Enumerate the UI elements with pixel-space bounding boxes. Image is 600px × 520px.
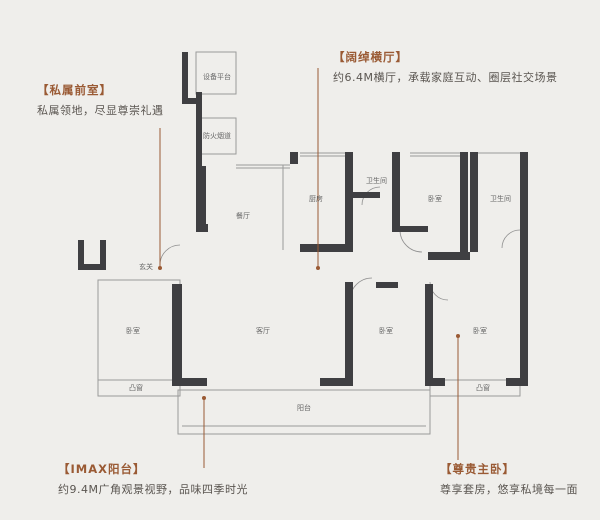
room-label-bedroom-mid: 卧室: [379, 326, 393, 335]
left-bedroom-outline: [97, 279, 181, 397]
room-label-equipment: 设备平台: [203, 72, 231, 81]
callout-balcony: 【IMAX阳台】 约9.4M广角观景视野，品味四季时光: [58, 458, 248, 497]
callout-balcony-tag: 【IMAX阳台】: [58, 462, 146, 476]
room-label-bedroom-left: 卧室: [126, 326, 140, 335]
callout-balcony-desc: 约9.4M广角观景视野，品味四季时光: [58, 483, 248, 496]
callout-front-hall-desc: 私属领地，尽显尊崇礼遇: [37, 104, 164, 117]
room-label-smoke-duct: 防火烟道: [203, 131, 231, 140]
structural-walls: [78, 52, 528, 386]
callout-master-bedroom: 【尊贵主卧】 尊享套房，悠享私境每一面: [440, 458, 578, 497]
callout-front-hall: 【私属前室】 私属领地，尽显尊崇礼遇: [37, 79, 164, 118]
balcony-outline: [177, 389, 431, 435]
leader-dots: [158, 266, 460, 400]
room-label-living: 客厅: [256, 326, 270, 335]
right-bay-outline: [429, 379, 521, 397]
callout-front-hall-tag: 【私属前室】: [37, 83, 112, 97]
callout-living-hall-tag: 【阔绰横厅】: [333, 50, 408, 64]
callout-living-hall: 【阔绰横厅】 约6.4M横厅，承载家庭互动、圈层社交场景: [333, 46, 557, 85]
room-label-bay-left: 凸窗: [129, 383, 143, 392]
callout-master-bedroom-desc: 尊享套房，悠享私境每一面: [440, 483, 578, 496]
room-label-bath-2: 卫生间: [490, 194, 511, 203]
room-label-bay-right: 凸窗: [476, 383, 490, 392]
room-label-bath-1: 卫生间: [366, 176, 387, 185]
room-label-bedroom-top: 卧室: [428, 194, 442, 203]
equipment-outline: [195, 51, 237, 95]
callout-living-hall-desc: 约6.4M横厅，承载家庭互动、圈层社交场景: [333, 71, 558, 84]
room-label-entry: 玄关: [139, 262, 153, 271]
room-label-dining: 餐厅: [236, 211, 250, 220]
room-label-balcony: 阳台: [297, 403, 311, 412]
room-label-kitchen: 厨房: [309, 194, 323, 203]
room-label-bedroom-master: 卧室: [473, 326, 487, 335]
leader-lines: [159, 68, 459, 468]
callout-master-bedroom-tag: 【尊贵主卧】: [440, 462, 515, 476]
